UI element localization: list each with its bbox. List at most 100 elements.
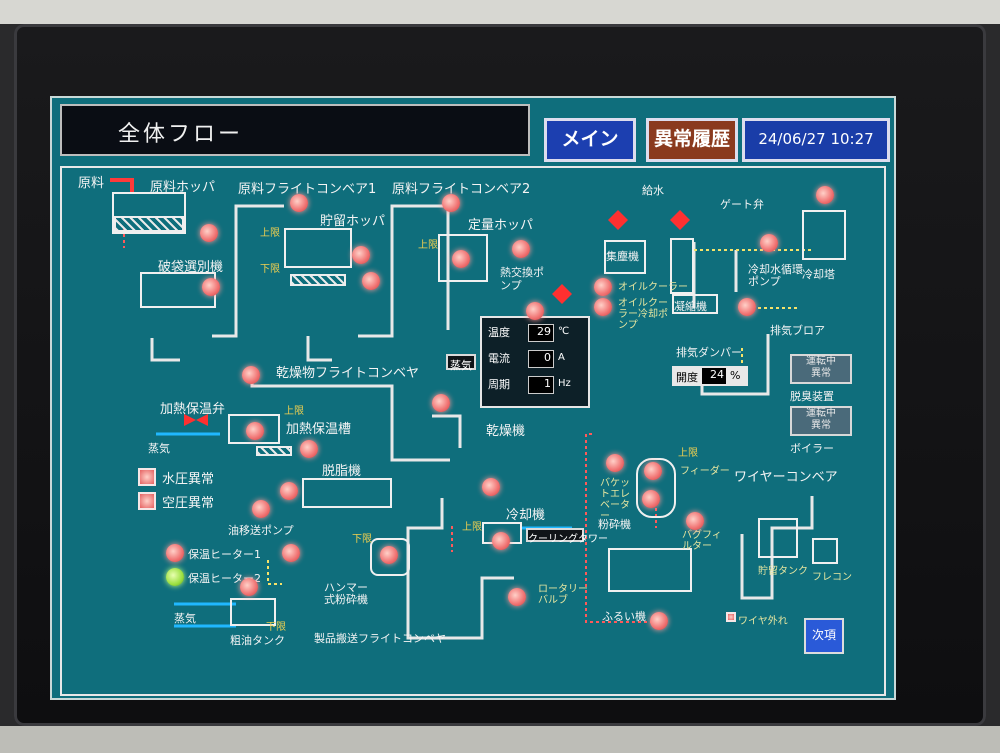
fixed-hopper-label: 定量ホッパ bbox=[468, 218, 534, 233]
cooling-tower bbox=[802, 210, 846, 260]
heater1-label: 保温ヒーター1 bbox=[188, 548, 261, 561]
sieve-label: ふるい機 bbox=[602, 610, 646, 623]
dry-conveyor-label: 乾燥物フライトコンベヤ bbox=[276, 366, 420, 381]
storage-hopper bbox=[284, 228, 352, 268]
wall-bottom bbox=[0, 726, 1000, 753]
bucket-elevator-label: バケットエレベーター bbox=[600, 478, 630, 522]
coolant-pump-lamp bbox=[760, 234, 778, 252]
fixed-hopper bbox=[438, 234, 488, 282]
exhaust-blower-lamp bbox=[738, 298, 756, 316]
conveyor2-lamp bbox=[442, 194, 460, 212]
heat-upper-label: 上限 bbox=[284, 406, 304, 417]
flow-diagram-frame bbox=[60, 166, 886, 696]
dryer-lamp bbox=[526, 302, 544, 320]
damper-unit: % bbox=[730, 369, 741, 382]
degreaser-lamp-2 bbox=[252, 500, 270, 518]
rotary-valve-lamp bbox=[508, 588, 526, 606]
cooling-tower2-label: クーリングタワー bbox=[526, 528, 608, 545]
dryer-label: 乾燥機 bbox=[486, 424, 526, 439]
current-value: 0 bbox=[528, 350, 554, 368]
raw-hopper-lamp bbox=[200, 224, 218, 242]
steam-label-crude: 蒸気 bbox=[174, 612, 196, 625]
storage-upper-label: 上限 bbox=[260, 228, 280, 239]
damper-open-label: 開度 bbox=[676, 371, 698, 384]
fixed-upper-label: 上限 bbox=[418, 240, 438, 251]
cooling-tower-label: 冷却塔 bbox=[802, 268, 835, 281]
storage-lower-label: 下限 bbox=[260, 264, 280, 275]
wire-off-label: ワイヤ外れ bbox=[738, 616, 788, 627]
feeder-label: フィーダー bbox=[680, 466, 730, 477]
wall-top bbox=[0, 0, 1000, 24]
exhaust-blower-label: 排気ブロア bbox=[770, 324, 825, 337]
crude-tank-label: 粗油タンク bbox=[230, 634, 285, 647]
water-supply-label: 給水 bbox=[642, 184, 664, 197]
oil-cooler-lamp bbox=[594, 278, 612, 296]
boiler-abnormal: 異常 bbox=[811, 420, 831, 431]
crude-tank bbox=[230, 598, 276, 626]
storage-hopper-label: 貯留ホッパ bbox=[320, 214, 386, 229]
conveyor2-label: 原料フライトコンベア2 bbox=[392, 182, 531, 197]
sieve bbox=[608, 548, 692, 592]
temp-value: 29 bbox=[528, 324, 554, 342]
damper-value: 24 bbox=[702, 368, 726, 384]
piping-lines bbox=[110, 178, 850, 640]
deodorizer-abnormal: 異常 bbox=[811, 368, 831, 379]
raw-hopper-hatch bbox=[114, 216, 184, 232]
boiler-status: 運転中異常 bbox=[790, 406, 852, 436]
flexcon-label: フレコン bbox=[812, 572, 852, 583]
cooler-label: 冷却機 bbox=[506, 508, 546, 523]
temp-label: 温度 bbox=[488, 326, 510, 339]
hammer-label: ハンマー式粉砕機 bbox=[324, 581, 368, 606]
steam-label-heat: 蒸気 bbox=[148, 442, 170, 455]
bucket-elevator bbox=[636, 458, 676, 518]
deodorizer-running: 運転中 bbox=[806, 356, 836, 367]
rotary-valve-label: ロータリーバルブ bbox=[538, 584, 588, 606]
crusher-lamp bbox=[642, 490, 660, 508]
sieve-lamp bbox=[650, 612, 668, 630]
condenser-column bbox=[670, 238, 694, 294]
title-bar: 全体フロー bbox=[60, 104, 530, 156]
next-page-button[interactable]: 次項 bbox=[804, 618, 844, 654]
wire-off-lamp bbox=[726, 612, 736, 622]
bucket-elevator-lamp bbox=[606, 454, 624, 472]
storage-tank-label: 貯留タンク bbox=[758, 566, 808, 577]
freq-value: 1 bbox=[528, 376, 554, 394]
oil-lower-label: 下限 bbox=[352, 534, 372, 545]
oil-pump-label: 油移送ポンプ bbox=[228, 524, 294, 537]
degreaser bbox=[302, 478, 392, 508]
alarm-history-button[interactable]: 異常履歴 bbox=[646, 118, 738, 162]
cooler-lamp-2 bbox=[492, 532, 510, 550]
main-button[interactable]: メイン bbox=[544, 118, 636, 162]
exhaust-damper-label: 排気ダンパー bbox=[676, 346, 742, 359]
oil-cooler-label: オイルクーラー bbox=[618, 282, 688, 293]
storage-hopper-lamp-1 bbox=[352, 246, 370, 264]
wire-conveyor-label: ワイヤーコンベア bbox=[734, 470, 838, 485]
water-alarm-lamp bbox=[138, 468, 156, 486]
product-conveyor-label: 製品搬送フライトコンベヤ bbox=[314, 632, 446, 645]
feeder-lamp bbox=[644, 462, 662, 480]
cooler-upper-label: 上限 bbox=[462, 522, 482, 533]
air-alarm-label: 空圧異常 bbox=[162, 496, 215, 511]
conveyor1-lamp bbox=[290, 194, 308, 212]
heat-tank-lamp-2 bbox=[300, 440, 318, 458]
heat-tank-hatch bbox=[256, 446, 292, 456]
bag-breaker-label: 破袋選別機 bbox=[158, 260, 224, 275]
current-unit: A bbox=[558, 352, 565, 363]
heat-tank-label: 加熱保温槽 bbox=[286, 422, 352, 437]
oil-cooler-pump-lamp bbox=[594, 298, 612, 316]
heater1-lamp bbox=[166, 544, 184, 562]
heat-tank bbox=[228, 414, 280, 444]
temp-unit: ℃ bbox=[558, 326, 570, 337]
crusher-label: 粉砕機 bbox=[598, 518, 631, 531]
heat-valve-label: 加熱保温弁 bbox=[160, 402, 226, 417]
dust-collector-label: 集塵機 bbox=[606, 250, 639, 263]
deodorizer-status: 運転中異常 bbox=[790, 354, 852, 384]
storage-hopper-lamp-2 bbox=[362, 272, 380, 290]
page-title: 全体フロー bbox=[118, 122, 244, 147]
dust-collector bbox=[604, 240, 646, 274]
degreaser-lamp bbox=[280, 482, 298, 500]
gate-valve-label: ゲート弁 bbox=[720, 198, 764, 211]
air-alarm-lamp bbox=[138, 492, 156, 510]
dryer-readout: 温度 29 ℃ 電流 0 A 周期 1 Hz bbox=[480, 316, 590, 408]
crude-tank-lamp bbox=[240, 578, 258, 596]
